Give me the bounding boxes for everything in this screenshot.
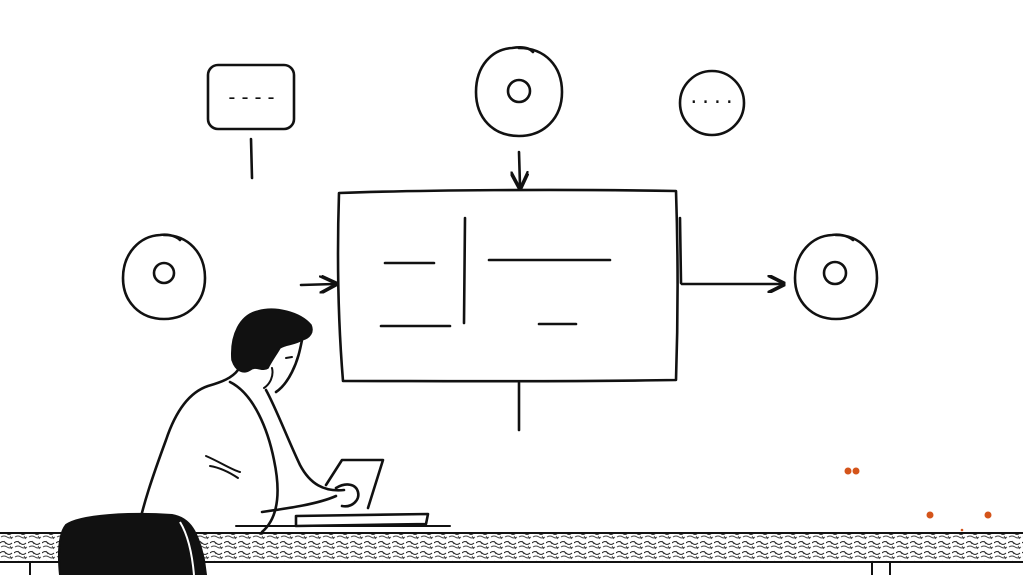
orange-dots	[844, 467, 992, 532]
process-box	[336, 188, 683, 383]
process-box-divider	[462, 216, 467, 325]
top-left-box: ----	[206, 63, 296, 131]
chair	[57, 512, 208, 575]
top-left-box-label: ----	[226, 85, 278, 109]
person-at-desk	[136, 308, 451, 534]
connector-left-arrow	[299, 284, 334, 285]
tablet	[324, 458, 385, 510]
connector-top-left-line	[249, 137, 254, 180]
top-right-bubble-label: ····	[688, 92, 735, 113]
top-center-ring-node	[474, 45, 564, 138]
left-ring-node	[121, 233, 207, 321]
right-ring-node	[793, 233, 879, 321]
top-right-bubble: ····	[678, 69, 746, 137]
person-hair	[231, 308, 313, 373]
connector-top-center-arrow	[519, 150, 520, 186]
